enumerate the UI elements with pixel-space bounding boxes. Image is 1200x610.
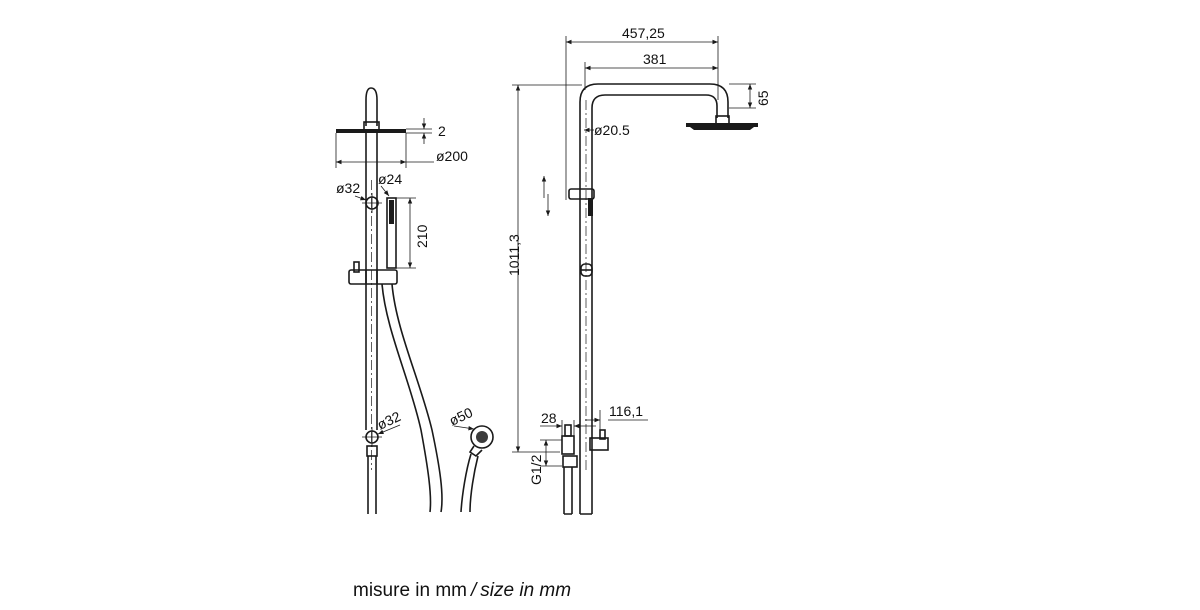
units-caption: misure in mm/size in mm	[353, 580, 571, 602]
dim-inlet-thread: G1/2	[528, 454, 544, 485]
side-view: 457,25 381 65 ø20.5	[506, 25, 771, 515]
caption-separator: /	[471, 580, 477, 601]
side-riser-arm	[579, 83, 729, 470]
side-slider	[568, 188, 595, 216]
dim-outlet-diameter: ø32	[375, 408, 404, 433]
dim-pipe-diameter: ø20.5	[594, 122, 630, 138]
dim-hose-outlet-diameter: ø50	[447, 404, 476, 429]
side-mid-connector	[580, 263, 593, 277]
front-view: ø200 2 ø32 ø24 210	[335, 87, 494, 514]
dim-head-diameter: ø200	[436, 148, 468, 164]
front-slider	[348, 261, 398, 285]
side-mixer	[561, 424, 609, 515]
dim-arm-drop: 65	[755, 90, 771, 106]
dim-overall-width: 457,25	[622, 25, 665, 41]
dim-inlet-offset: 28	[541, 410, 557, 426]
dim-holder-diameter: ø32	[336, 180, 360, 196]
dim-head-thickness: 2	[438, 123, 446, 139]
side-shower-head	[686, 115, 758, 130]
caption-english: size in mm	[480, 580, 572, 601]
hose-outlet	[460, 425, 494, 513]
dim-total-height: 1011,3	[506, 234, 522, 276]
caption-italian: misure in mm	[353, 580, 468, 601]
dim-handshower-length: 210	[414, 224, 430, 248]
dim-arm-width: 381	[643, 51, 667, 67]
dim-handshower-diameter: ø24	[378, 171, 402, 187]
front-shower-head	[336, 121, 406, 133]
dim-bar-projection: 116,1	[609, 403, 643, 419]
front-hand-shower	[386, 197, 397, 269]
